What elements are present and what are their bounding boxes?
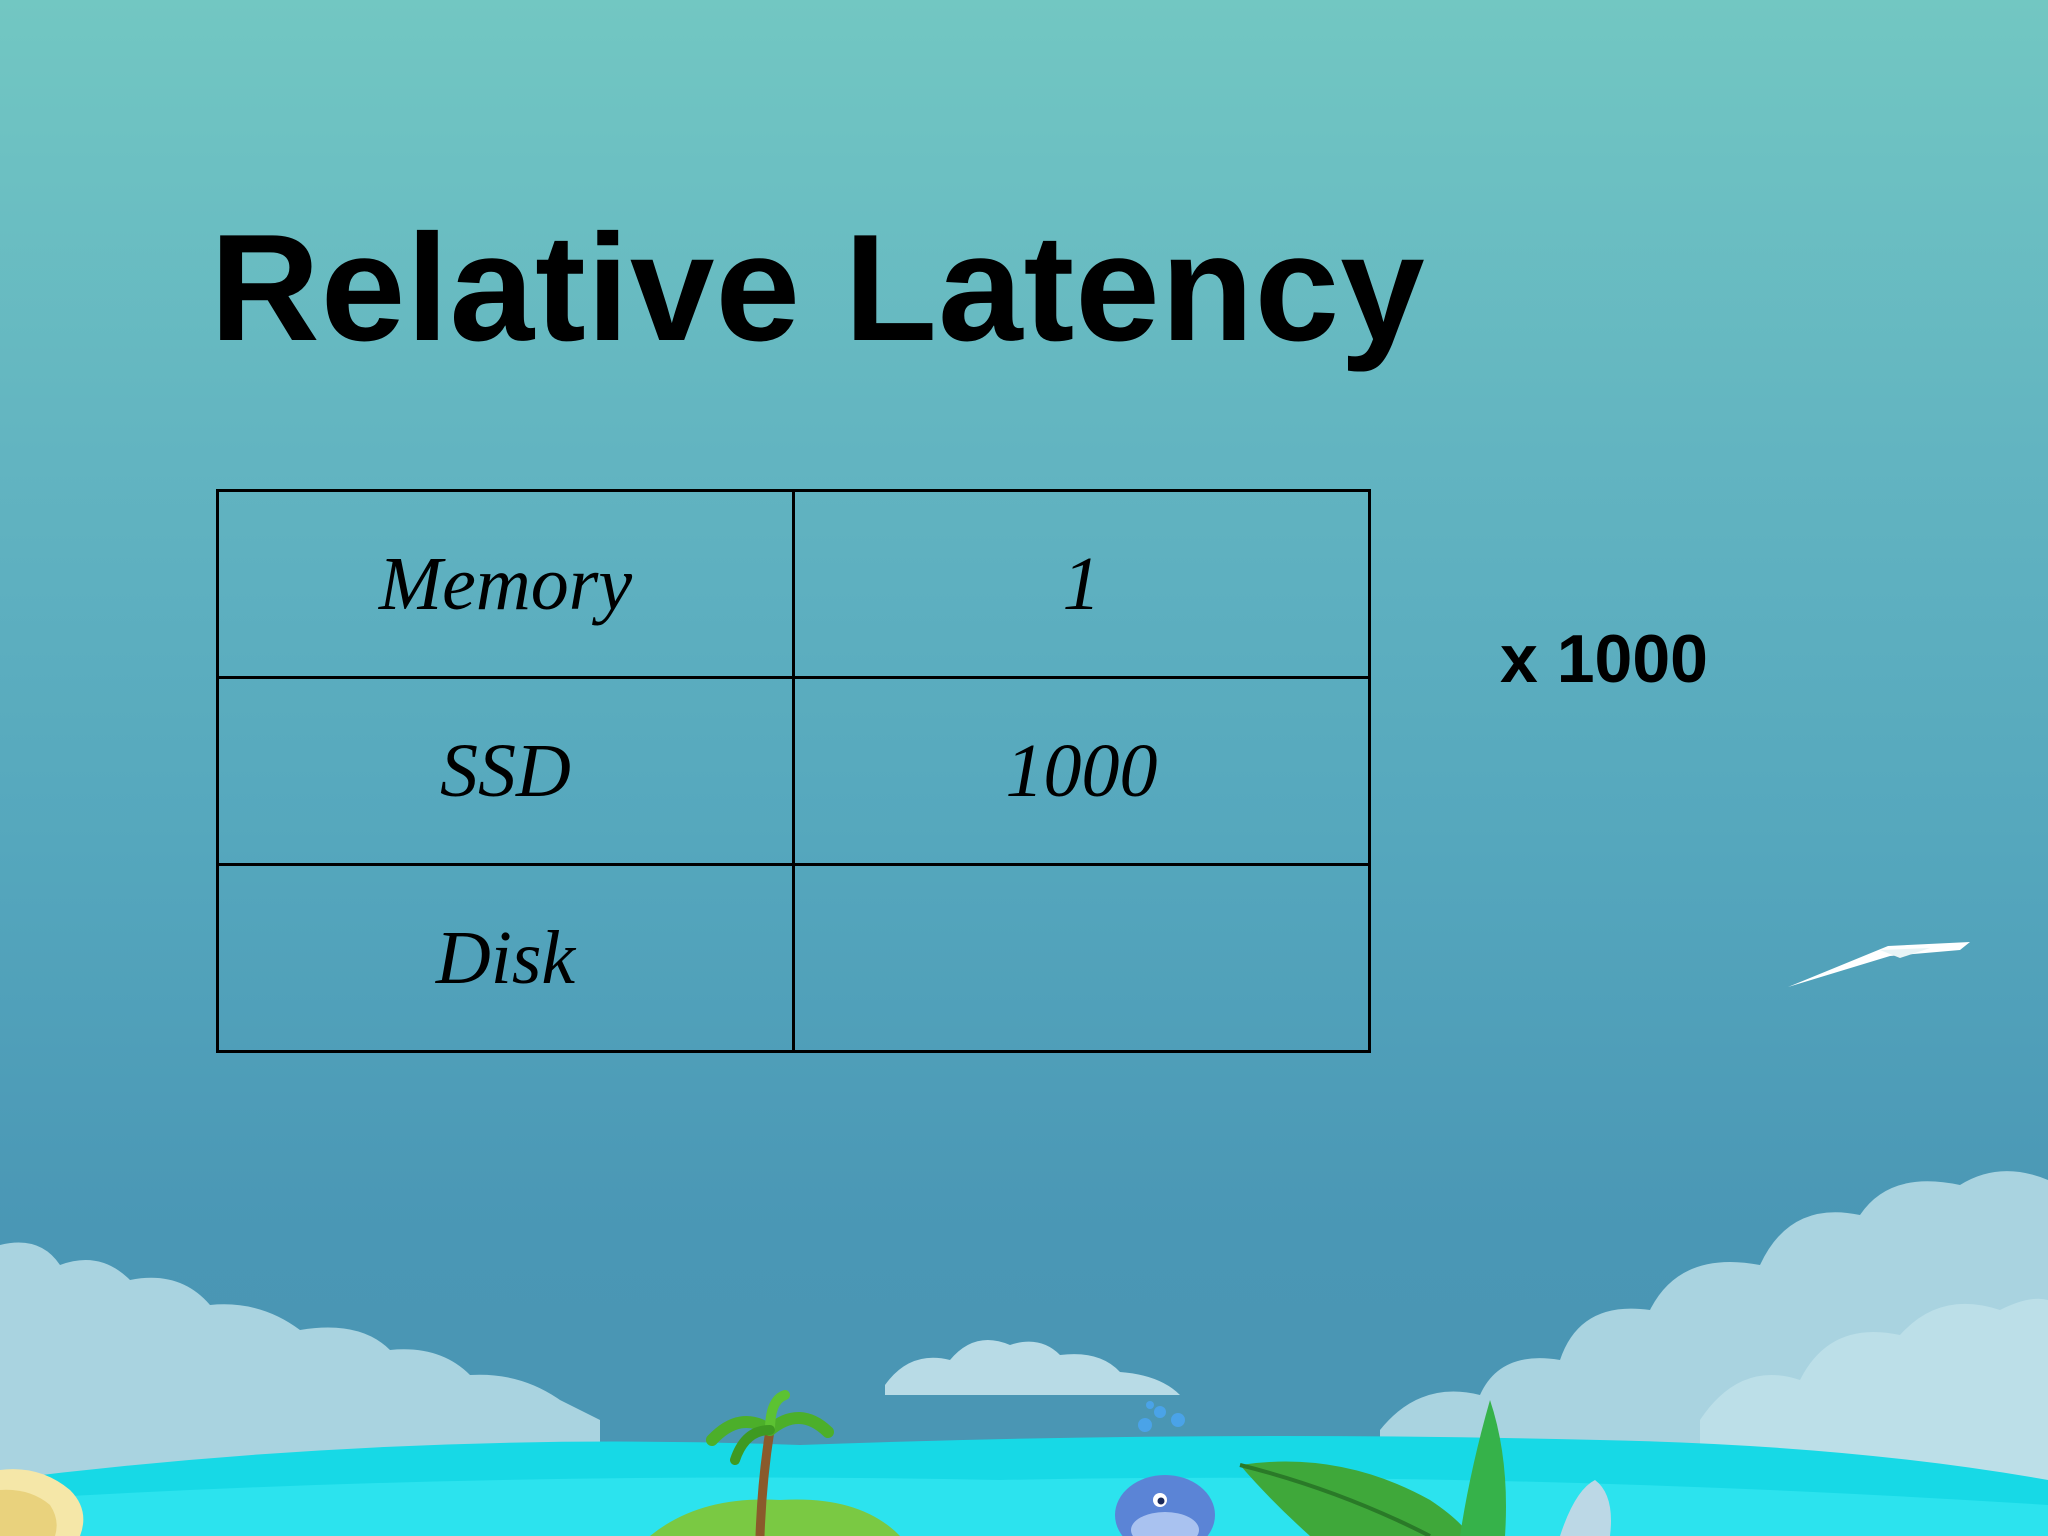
cloud-icon (0, 1242, 600, 1536)
latency-table: Memory 1 SSD 1000 Disk (216, 489, 1371, 1053)
disk-value-cell (792, 863, 1371, 1053)
whale-icon (1115, 1401, 1215, 1536)
cloud-icon (1700, 1298, 2048, 1536)
table-row: Disk (216, 863, 1371, 1053)
table-row: Memory 1 (216, 489, 1371, 679)
disk-label-cell: Disk (216, 863, 795, 1053)
slide-title: Relative Latency (210, 203, 1426, 373)
multiplier-note: x 1000 (1500, 621, 1708, 697)
leaf-icon (1239, 1400, 1611, 1536)
cloud-icon (1380, 1171, 2048, 1536)
cloud-icon (885, 1340, 1180, 1395)
ssd-value-cell: 1000 (792, 676, 1371, 866)
sea (0, 1436, 2048, 1536)
ssd-label-cell: SSD (216, 676, 795, 866)
memory-value-cell: 1 (792, 489, 1371, 679)
palm-tree-icon (650, 1390, 900, 1536)
bird-icon (1788, 942, 1970, 987)
memory-label-cell: Memory (216, 489, 795, 679)
table-row: SSD 1000 (216, 676, 1371, 866)
island (0, 1469, 84, 1536)
